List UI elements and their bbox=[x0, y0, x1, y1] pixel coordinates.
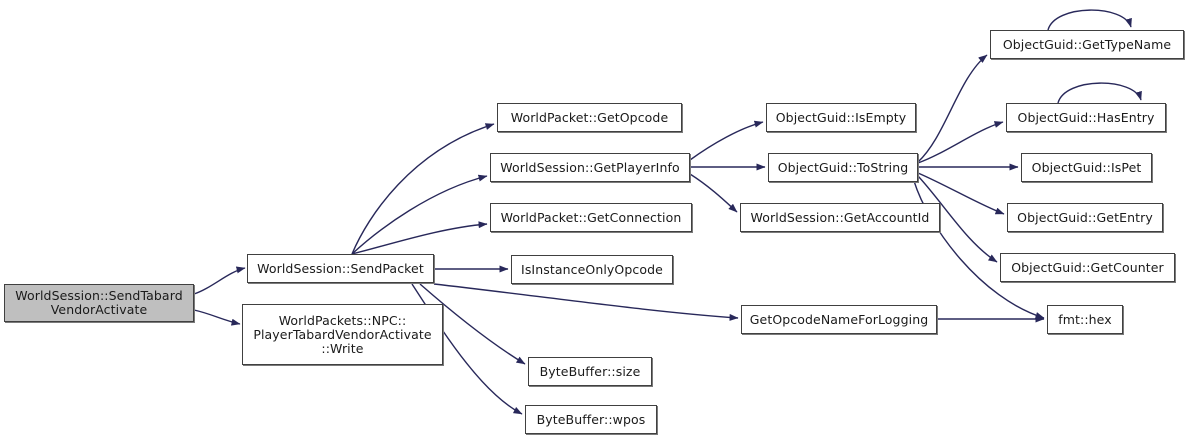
graph-node-toString[interactable]: ObjectGuid::ToString bbox=[768, 153, 918, 182]
graph-node-sendPacket[interactable]: WorldSession::SendPacket bbox=[247, 254, 434, 283]
edge-toString-to-fmtHex bbox=[913, 180, 1045, 319]
graph-node-getOpcode[interactable]: WorldPacket::GetOpcode bbox=[497, 103, 682, 132]
edge-getTypeName-to-getTypeName bbox=[1047, 9, 1132, 31]
edge-sendTabard-to-sendPacket bbox=[193, 266, 246, 295]
graph-node-isPet[interactable]: ObjectGuid::IsPet bbox=[1021, 153, 1152, 182]
edge-sendPacket-to-getConnection bbox=[351, 221, 488, 255]
edge-getPlayerInfo-to-getAccountId bbox=[689, 173, 738, 213]
graph-node-opcodeNameLog[interactable]: GetOpcodeNameForLogging bbox=[741, 305, 937, 334]
graph-node-fmtHex[interactable]: fmt::hex bbox=[1047, 305, 1123, 334]
graph-node-isEmpty[interactable]: ObjectGuid::IsEmpty bbox=[766, 103, 916, 132]
graph-node-getCounter[interactable]: ObjectGuid::GetCounter bbox=[1000, 253, 1175, 282]
graph-node-npcWrite[interactable]: WorldPackets::NPC:: PlayerTabardVendorAc… bbox=[242, 304, 443, 365]
graph-node-sendTabard[interactable]: WorldSession::SendTabard VendorActivate bbox=[4, 284, 194, 322]
edge-sendPacket-to-opcodeNameLog bbox=[433, 283, 739, 321]
edge-toString-to-hasEntry bbox=[917, 121, 1004, 164]
graph-node-getEntry[interactable]: ObjectGuid::GetEntry bbox=[1007, 203, 1163, 232]
edge-sendPacket-to-getPlayerInfo bbox=[351, 174, 488, 255]
graph-node-getTypeName[interactable]: ObjectGuid::GetTypeName bbox=[990, 30, 1184, 59]
edge-hasEntry-to-hasEntry bbox=[1057, 82, 1142, 104]
edge-getPlayerInfo-to-isEmpty bbox=[689, 120, 764, 161]
graph-node-byteBufferSize[interactable]: ByteBuffer::size bbox=[528, 357, 652, 386]
edge-sendPacket-to-getOpcode bbox=[351, 123, 495, 255]
graph-node-hasEntry[interactable]: ObjectGuid::HasEntry bbox=[1006, 103, 1166, 132]
graph-node-getPlayerInfo[interactable]: WorldSession::GetPlayerInfo bbox=[490, 153, 690, 182]
graph-node-getConnection[interactable]: WorldPacket::GetConnection bbox=[490, 203, 692, 232]
edge-sendTabard-to-npcWrite bbox=[193, 309, 241, 326]
graph-node-getAccountId[interactable]: WorldSession::GetAccountId bbox=[740, 203, 940, 232]
graph-node-byteBufferWpos[interactable]: ByteBuffer::wpos bbox=[525, 405, 657, 434]
graph-node-isInstanceOnly[interactable]: IsInstanceOnlyOpcode bbox=[511, 255, 673, 284]
edge-toString-to-getTypeName bbox=[917, 54, 988, 163]
